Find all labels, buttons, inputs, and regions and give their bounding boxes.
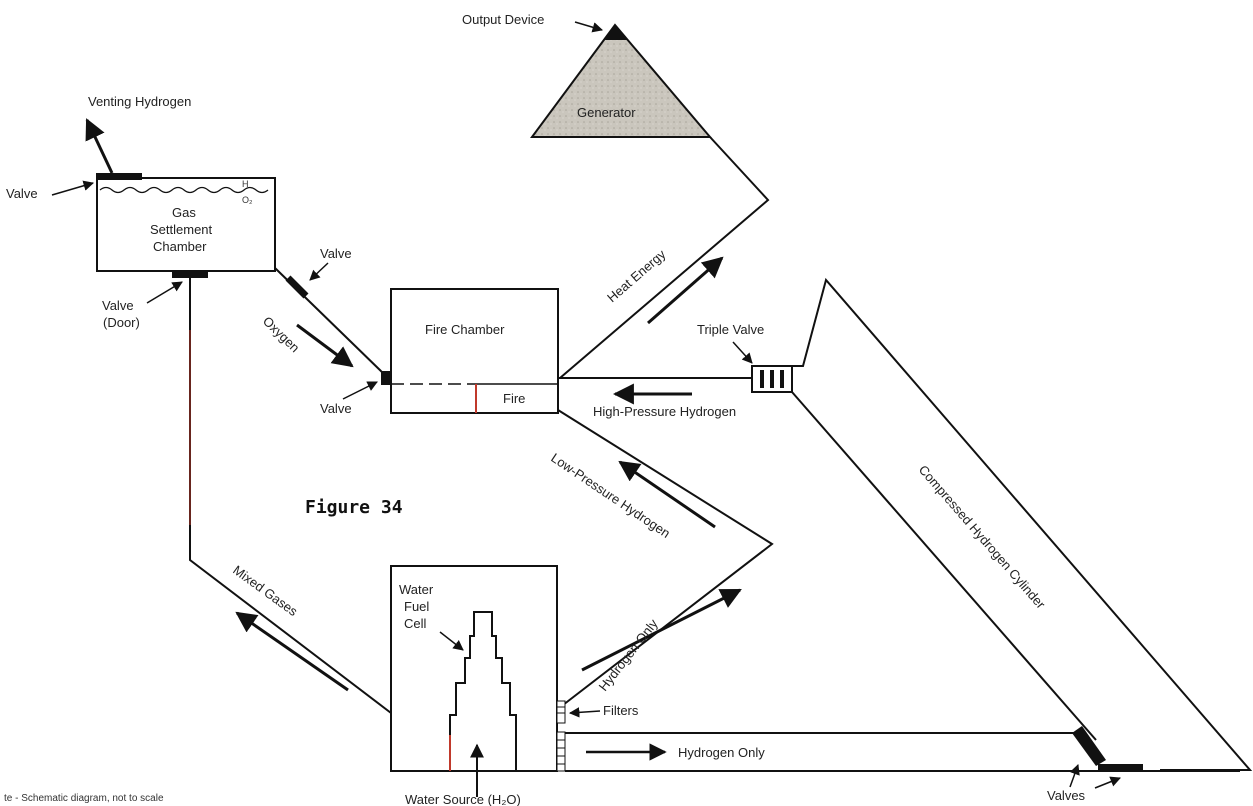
venting-arrow xyxy=(85,118,114,174)
compressed-cylinder-label: Compressed Hydrogen Cylinder xyxy=(916,462,1049,612)
low-pressure-arrow xyxy=(618,460,716,529)
bottom-door-valve xyxy=(172,271,208,278)
output-device-label: Output Device xyxy=(462,12,544,27)
valves-label: Valves xyxy=(1047,788,1086,803)
filter-lower xyxy=(556,731,566,772)
heat-energy-path xyxy=(559,136,770,379)
triple-valve-pointer xyxy=(732,341,753,364)
filter-upper xyxy=(556,700,566,724)
fuel-cell-pointer xyxy=(439,631,464,651)
valve-door-label-1: Valve xyxy=(102,298,134,313)
generator-triangle xyxy=(530,23,713,138)
fire-label: Fire xyxy=(503,391,525,406)
triple-valve-bar-3 xyxy=(780,370,784,388)
triple-valve-label: Triple Valve xyxy=(697,322,764,337)
gas-chamber-label-3: Chamber xyxy=(153,239,207,254)
compressed-hydrogen-cylinder xyxy=(792,277,1253,771)
venting-valve xyxy=(96,173,142,180)
gas-settlement-chamber xyxy=(96,177,276,272)
oxygen-arrow xyxy=(296,323,354,368)
hydrogen-only-horiz-label: Hydrogen Only xyxy=(678,745,765,760)
heat-energy-arrow xyxy=(647,256,724,325)
valve-right-pointer xyxy=(309,262,329,281)
fuel-cell-label-2: Fuel xyxy=(404,599,429,614)
water-source-label: Water Source (H₂O) xyxy=(405,792,521,806)
hydrogen-only-diag-label: Hydrogen Only xyxy=(596,616,662,694)
gas-chamber-label-2: Settlement xyxy=(150,222,213,237)
fuel-cell-label-3: Cell xyxy=(404,616,427,631)
valve-top-label: Valve xyxy=(6,186,38,201)
valve-top-pointer xyxy=(51,180,95,196)
low-pressure-label: Low-Pressure Hydrogen xyxy=(548,450,673,541)
water-fuel-cell xyxy=(390,565,558,772)
filters-pointer xyxy=(568,707,601,718)
fuel-cell-stack xyxy=(449,611,517,771)
oxygen-mark: O₂ xyxy=(242,195,253,205)
oxygen-valve xyxy=(285,275,309,299)
generator-label: Generator xyxy=(577,105,636,120)
valves-pointer-1 xyxy=(1069,764,1080,788)
fire-chamber xyxy=(390,288,559,414)
valve-fire-pointer xyxy=(342,381,378,400)
valve-door-label-2: (Door) xyxy=(103,315,140,330)
mixed-gases-arrow xyxy=(235,611,349,692)
fuel-cell-label-1: Water xyxy=(399,582,434,597)
cylinder-valve-horizontal xyxy=(1098,764,1143,772)
low-pressure-pipe xyxy=(557,409,774,706)
gas-chamber-label-1: Gas xyxy=(172,205,196,220)
figure-title: Figure 34 xyxy=(305,497,403,518)
fire-chamber-valve xyxy=(381,371,392,385)
valves-pointer-2 xyxy=(1094,776,1121,789)
liquid-surface-wave xyxy=(99,186,269,194)
triple-valve-bar-2 xyxy=(770,370,774,388)
valve-door-pointer xyxy=(146,281,183,304)
output-device-pointer xyxy=(574,21,604,33)
output-device-tip xyxy=(605,25,627,40)
fire-chamber-label: Fire Chamber xyxy=(425,322,505,337)
heat-energy-label: Heat Energy xyxy=(604,246,669,305)
hydrogen-only-diag-arrow xyxy=(581,588,742,672)
filters-label: Filters xyxy=(603,703,639,718)
venting-hydrogen-label: Venting Hydrogen xyxy=(88,94,191,109)
schematic-note: te - Schematic diagram, not to scale xyxy=(4,793,164,804)
mixed-gases-label: Mixed Gases xyxy=(230,562,301,619)
oxygen-label: Oxygen xyxy=(260,313,303,355)
valve-fire-label: Valve xyxy=(320,401,352,416)
high-pressure-label: High-Pressure Hydrogen xyxy=(593,404,736,419)
hydrogen-mark: H xyxy=(242,179,249,189)
cylinder-inner-wall xyxy=(791,391,1097,741)
triple-valve-bar-1 xyxy=(760,370,764,388)
valve-right-label: Valve xyxy=(320,246,352,261)
cylinder-valve-diagonal xyxy=(1072,726,1106,766)
